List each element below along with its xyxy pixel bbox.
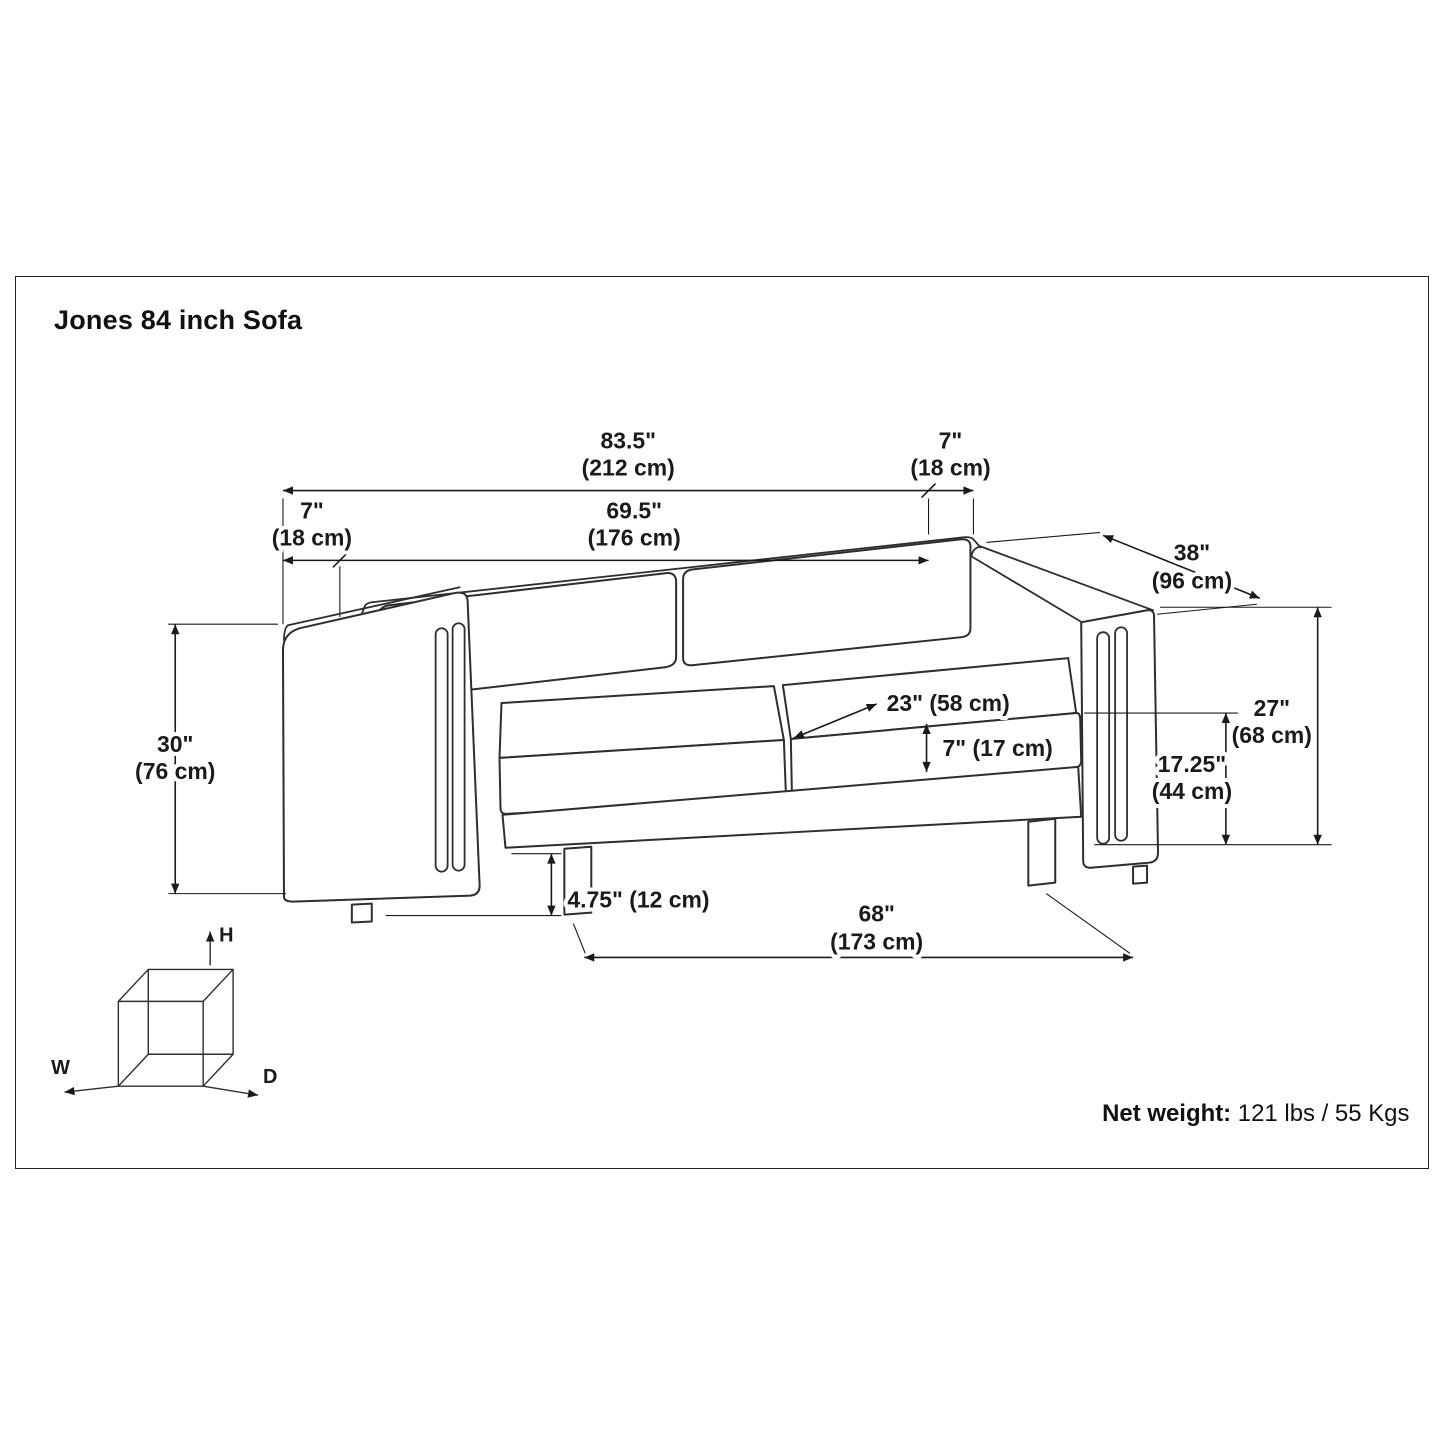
arm-left-channel-2 [451,622,466,872]
arm-right-front [1080,609,1160,869]
dim-seat-depth: 23" (58 cm) [793,686,1014,739]
width-axis-label: W [51,1057,70,1079]
dim-label: 27" [1254,695,1290,721]
cube-edges [117,968,234,1087]
dim-label: 83.5" [600,428,656,454]
axis-cube-icon: H W D [51,925,277,1098]
extension-line [1045,893,1131,954]
extension-line [572,923,586,954]
dim-overall-height: 30" (76 cm) [131,623,286,895]
leg-rear-right [1132,864,1149,885]
leg-front-left [563,845,593,916]
leg-front-right [1027,817,1057,887]
dim-label: 69.5" [606,497,662,523]
dim-label: 7" [300,497,324,523]
dim-label: (173 cm) [830,928,923,954]
chain-tick [332,552,348,568]
dim-label: (212 cm) [582,455,675,481]
dimension-line [1102,534,1261,600]
chain-tick [920,482,937,499]
arm-left-panel [281,591,481,903]
cube-back-face [147,968,234,1055]
base-rail [501,765,1083,849]
dim-label: 68" [858,901,894,927]
dim-label: 17.25" [1158,751,1226,777]
dim-arm-height: 27" (68 cm) [1160,606,1332,845]
depth-axis-arrow [203,1085,259,1098]
dim-label: (176 cm) [588,524,681,550]
diagram-frame: Jones 84 inch Sofa [15,276,1429,1169]
sofa-drawing [281,536,1160,924]
net-weight-label: Net weight: [1102,1100,1231,1127]
dim-label: 30" [157,731,193,757]
depth-axis-label: D [263,1066,277,1088]
height-axis-label: H [219,925,233,947]
dim-label: 38" [1174,539,1210,565]
arm-right-channel-1 [1096,631,1111,845]
net-weight: Net weight: 121 lbs / 55 Kgs [1102,1100,1409,1127]
dim-label: 4.75" (12 cm) [567,887,709,913]
dim-base-width: 68" (173 cm) [572,893,1134,962]
leg-under-arm [350,902,373,924]
arm-right-channel-2 [1114,626,1128,842]
dim-interior-width: 7" (18 cm) 69.5" (176 cm) [268,493,929,618]
dimension-diagram: 83.5" (212 cm) 7" (18 cm) 7" (18 cm) 69.… [51,424,1409,1127]
dim-label: (68 cm) [1232,722,1312,748]
dim-label: (96 cm) [1152,567,1232,593]
back-cushion-right [682,538,972,667]
page-title: Jones 84 inch Sofa [54,305,303,335]
dim-label: (76 cm) [135,758,215,784]
dimension-line [793,703,877,739]
back-frame-line [354,536,982,631]
dim-label: (18 cm) [910,455,990,481]
dim-overall-width: 83.5" (212 cm) 7" (18 cm) [282,424,995,625]
dim-label: (18 cm) [272,524,352,550]
extension-line [1156,603,1257,615]
dim-label: 7" (17 cm) [943,735,1053,761]
dim-cushion-thickness: 7" (17 cm) [922,723,1057,772]
dim-label: (44 cm) [1152,778,1232,804]
dim-seat-height: 17.25" (44 cm) [1084,712,1332,846]
dim-label: 23" (58 cm) [887,690,1010,716]
cube-front-face [117,1000,204,1087]
extension-line [986,531,1101,543]
arm-left-top-band [283,586,461,642]
width-axis-arrow [64,1085,119,1096]
net-weight-value: 121 lbs / 55 Kgs [1231,1100,1409,1127]
arm-right-top-band [970,545,1154,623]
dim-depth: 38" (96 cm) [986,531,1261,615]
dim-leg-height: 4.75" (12 cm) [385,853,714,917]
dim-label: 7" [939,428,963,454]
arm-left-channel-1 [434,627,449,873]
